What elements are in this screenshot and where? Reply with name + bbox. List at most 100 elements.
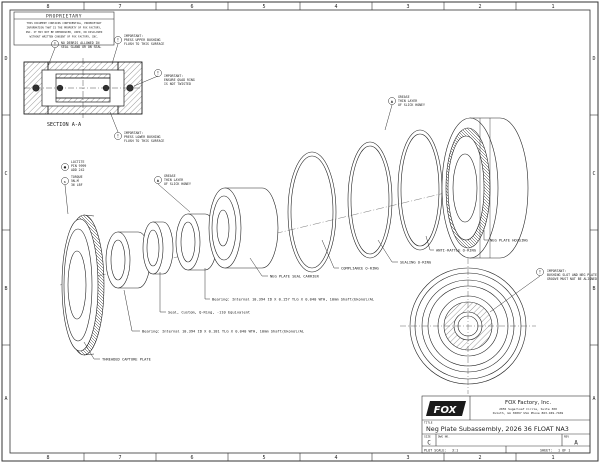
zone-row-b-right: B xyxy=(592,286,595,292)
quad-seal xyxy=(142,221,174,275)
zone-col-7-top: 7 xyxy=(118,4,121,10)
svg-text:FOX: FOX xyxy=(434,405,458,416)
rev-label: REV xyxy=(564,435,569,439)
callout-bearing-upper: Bearing: Internal 10.394 ID X 0.157 TLG … xyxy=(212,298,375,302)
grease-icon xyxy=(154,176,162,184)
leader-line xyxy=(157,183,191,213)
note-bushing-align: ! IMPORTANT: BUSHING SLOT AND NEG PLATE … xyxy=(536,268,597,281)
note-line: ENSURE QUAD RING xyxy=(164,78,195,82)
note-line: IMPORTANT: xyxy=(164,74,183,78)
zone-col-3-top: 3 xyxy=(406,4,409,10)
note-line: BUSHING SLOT AND NEG PLATE xyxy=(547,273,597,277)
zone-col-7-bottom: 7 xyxy=(118,455,121,461)
note-line: NO DEBRIS ALLOWED IN xyxy=(61,41,99,45)
proprietary-line: THIS DOCUMENT CONTAINS CONFIDENTIAL, PRO… xyxy=(27,21,102,25)
note-ensure-oring: ! IMPORTANT: ENSURE QUAD RING IS NOT TWI… xyxy=(154,69,195,86)
zone-col-5-top: 5 xyxy=(262,4,265,10)
note-line: OF SLICK HONEY xyxy=(398,103,425,107)
company-address: Duluth, GA 30097 USA Phone 863-949-7469 xyxy=(493,411,564,415)
zone-row-a-right: A xyxy=(592,396,595,402)
title-block xyxy=(421,395,591,454)
note-line: 5N-M xyxy=(71,179,79,183)
note-line: SEAL GLAND OR ON SEAL xyxy=(61,45,101,49)
anti-rattle-oring xyxy=(397,129,443,251)
zone-col-8-bottom: 8 xyxy=(46,455,49,461)
zone-row-d-right: D xyxy=(592,56,595,62)
zone-col-5-bottom: 5 xyxy=(262,455,265,461)
zone-col-6-top: 6 xyxy=(190,4,193,10)
warning-icon xyxy=(154,69,162,77)
note-torque: ↻ TORQUE 5N-M 36 LBF xyxy=(61,175,83,187)
zone-col-2-bottom: 2 xyxy=(478,455,481,461)
section-label: SECTION A-A xyxy=(47,122,82,128)
zone-col-6-bottom: 6 xyxy=(190,455,193,461)
callout-seal-carrier: NEG PLATE SEAL CARRIER xyxy=(270,275,320,279)
note-line: PIN 9999 xyxy=(71,164,86,168)
zone-col-4-top: 4 xyxy=(334,4,337,10)
company-address: 2055 Sugarloaf Circle, Suite 300 xyxy=(499,407,557,411)
sheet-label: SHEET: xyxy=(540,449,552,453)
warning-icon-glyph: ! xyxy=(539,270,541,275)
warning-icon xyxy=(536,268,544,276)
proprietary-line: INC. IT MAY NOT BE REPRODUCED, USED, OR … xyxy=(26,30,103,34)
warning-icon xyxy=(114,132,122,140)
zone-col-8-top: 8 xyxy=(46,4,49,10)
bearing-lower xyxy=(105,231,151,289)
proprietary-heading: PROPRIETARY xyxy=(46,14,82,20)
sheet-value: 1 OF 1 xyxy=(558,449,570,453)
callout-quad-seal: Seal, Custom, Q-Ring, -110 Equivalent xyxy=(168,311,250,315)
callout-anti-rattle-oring: ANTI-RATTLE O-RING xyxy=(436,249,476,253)
section-a-a-view xyxy=(23,58,143,118)
zone-col-3-bottom: 3 xyxy=(406,455,409,461)
zone-row-a-left: A xyxy=(4,396,7,402)
note-line: THIN LAYER xyxy=(398,99,417,103)
zone-row-b-left: B xyxy=(4,286,7,292)
rev-value: A xyxy=(574,440,578,447)
note-line: LOCTITE xyxy=(71,160,85,164)
note-press-upper: ! IMPORTANT: PRESS UPPER BUSHING FLUSH T… xyxy=(114,34,164,46)
proprietary-line: INFORMATION THAT IS THE PROPERTY OF FOX … xyxy=(27,26,102,30)
note-line: PRESS UPPER BUSHING xyxy=(124,38,161,42)
callout-bearing-lower: Bearing: Internal 10.394 ID X 0.181 TLG … xyxy=(142,330,305,334)
note-loctite: ● LOCTITE PIN 9999 ADD 242 xyxy=(61,160,86,172)
callout-sealing-oring: SEALING O-RING xyxy=(400,261,431,265)
scale-label: PLOT SCALE: xyxy=(424,449,446,453)
callout-compliance-oring: COMPLIANCE O-RING xyxy=(341,267,379,271)
warning-icon-glyph: ! xyxy=(117,134,119,139)
note-no-debris: ! NO DEBRIS ALLOWED IN SEAL GLAND OR ON … xyxy=(51,40,101,49)
warning-icon xyxy=(114,36,122,44)
note-line: 36 LBF xyxy=(71,183,83,187)
note-line: TORQUE xyxy=(71,175,83,179)
compliance-oring xyxy=(287,151,337,273)
company-name: FOX Factory, Inc. xyxy=(505,400,551,406)
neg-plate-housing xyxy=(441,117,529,259)
note-line: FLUSH TO THIS SURFACE xyxy=(124,139,164,143)
callout-neg-plate-housing: NEG PLATE HOUSING xyxy=(490,239,528,243)
dwg-no-label: DWG NO. xyxy=(438,435,450,439)
leader-line xyxy=(64,184,69,215)
threaded-capture-plate xyxy=(61,214,105,356)
housing-end-view xyxy=(400,258,536,394)
note-grease-carrier: ▲ GREASE THIN LAYER OF SLICK HONEY xyxy=(154,174,191,186)
note-line: IMPORTANT: xyxy=(547,269,566,273)
size-label: SIZE xyxy=(424,435,431,439)
title-label: TITLE xyxy=(424,421,433,425)
neg-plate-seal-carrier xyxy=(208,187,279,269)
zone-col-1-bottom: 1 xyxy=(551,455,554,461)
callout-leaders xyxy=(83,230,488,360)
section-leaders xyxy=(47,43,159,133)
drawing-title: Neg Plate Subassembly, 2026 36 FLOAT NA3 xyxy=(426,425,569,433)
warning-icon xyxy=(51,40,59,48)
note-line: IMPORTANT: xyxy=(124,131,143,135)
note-line: IMPORTANT: xyxy=(124,34,143,38)
warning-icon-glyph: ! xyxy=(54,42,56,47)
torque-icon-glyph: ↻ xyxy=(64,179,67,184)
zone-col-2-top: 2 xyxy=(478,4,481,10)
note-press-lower: ! IMPORTANT: PRESS LOWER BUSHING FLUSH T… xyxy=(114,131,164,143)
drop-icon-glyph: ● xyxy=(64,165,67,170)
note-line: GREASE xyxy=(164,174,176,178)
size-value: C xyxy=(427,440,431,447)
note-line: GREASE xyxy=(398,95,410,99)
